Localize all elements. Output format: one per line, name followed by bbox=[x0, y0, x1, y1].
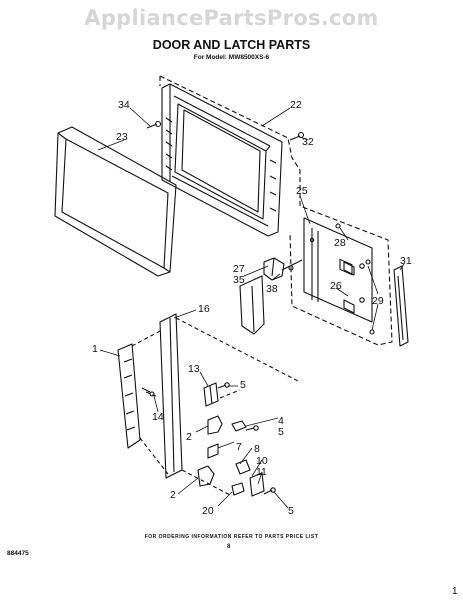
callout-22: 22 bbox=[290, 99, 302, 111]
callout-4: 4 bbox=[278, 415, 284, 427]
callout-2a: 2 bbox=[186, 431, 192, 443]
callout-8: 8 bbox=[254, 443, 260, 455]
assembly-outline bbox=[159, 75, 393, 346]
callout-5b: 5 bbox=[278, 426, 284, 438]
callout-34: 34 bbox=[118, 99, 130, 111]
model-subtitle: For Model: MW8500XS-6 bbox=[193, 54, 270, 61]
callout-38: 38 bbox=[266, 283, 278, 295]
part-16-hinge-bar bbox=[159, 313, 183, 479]
part-8-block bbox=[235, 459, 251, 475]
page-number: 8 bbox=[227, 544, 231, 550]
page-title: DOOR AND LATCH PARTS bbox=[152, 38, 311, 52]
part-20-clip bbox=[231, 482, 245, 496]
part-number: 884475 bbox=[7, 550, 29, 557]
callout-32: 32 bbox=[302, 136, 314, 148]
part-4-block bbox=[231, 420, 247, 432]
callout-13: 13 bbox=[188, 363, 200, 375]
callout-11: 11 bbox=[256, 466, 267, 478]
part-27-35-latch bbox=[239, 257, 303, 335]
part-23-door-frame bbox=[54, 126, 177, 277]
part-10-11-latch bbox=[249, 472, 265, 497]
ordering-note: FOR ORDERING INFORMATION REFER TO PARTS … bbox=[144, 534, 319, 540]
part-31-strip bbox=[393, 265, 409, 347]
callout-5c: 5 bbox=[288, 505, 294, 517]
callout-1: 1 bbox=[92, 343, 98, 355]
watermark: AppliancePartsPros.com bbox=[84, 6, 379, 30]
part-13-latch-block bbox=[203, 382, 219, 407]
callout-7: 7 bbox=[236, 441, 242, 453]
callout-20: 20 bbox=[202, 505, 214, 517]
part-2a-cam bbox=[207, 415, 223, 435]
callout-26: 26 bbox=[330, 280, 342, 292]
callout-5a: 5 bbox=[240, 379, 246, 391]
callout-29: 29 bbox=[372, 295, 384, 307]
callout-31: 31 bbox=[400, 255, 412, 267]
callout-16: 16 bbox=[198, 303, 210, 315]
callout-28: 28 bbox=[334, 237, 346, 249]
callout-14: 14 bbox=[152, 411, 164, 423]
callout-27: 27 bbox=[233, 263, 245, 275]
part-2b-cam bbox=[197, 465, 215, 487]
callout-10: 10 bbox=[256, 455, 268, 467]
corner-number: 1 bbox=[452, 586, 458, 597]
callout-2b: 2 bbox=[170, 489, 176, 501]
part-7-bracket bbox=[207, 443, 219, 459]
part-22-door-assembly bbox=[161, 83, 283, 237]
part-25-latch-plate bbox=[303, 217, 373, 323]
part-1-hinge-plate bbox=[117, 343, 141, 449]
callout-25: 25 bbox=[296, 185, 308, 197]
callout-23: 23 bbox=[116, 131, 128, 143]
callout-35: 35 bbox=[233, 274, 245, 286]
